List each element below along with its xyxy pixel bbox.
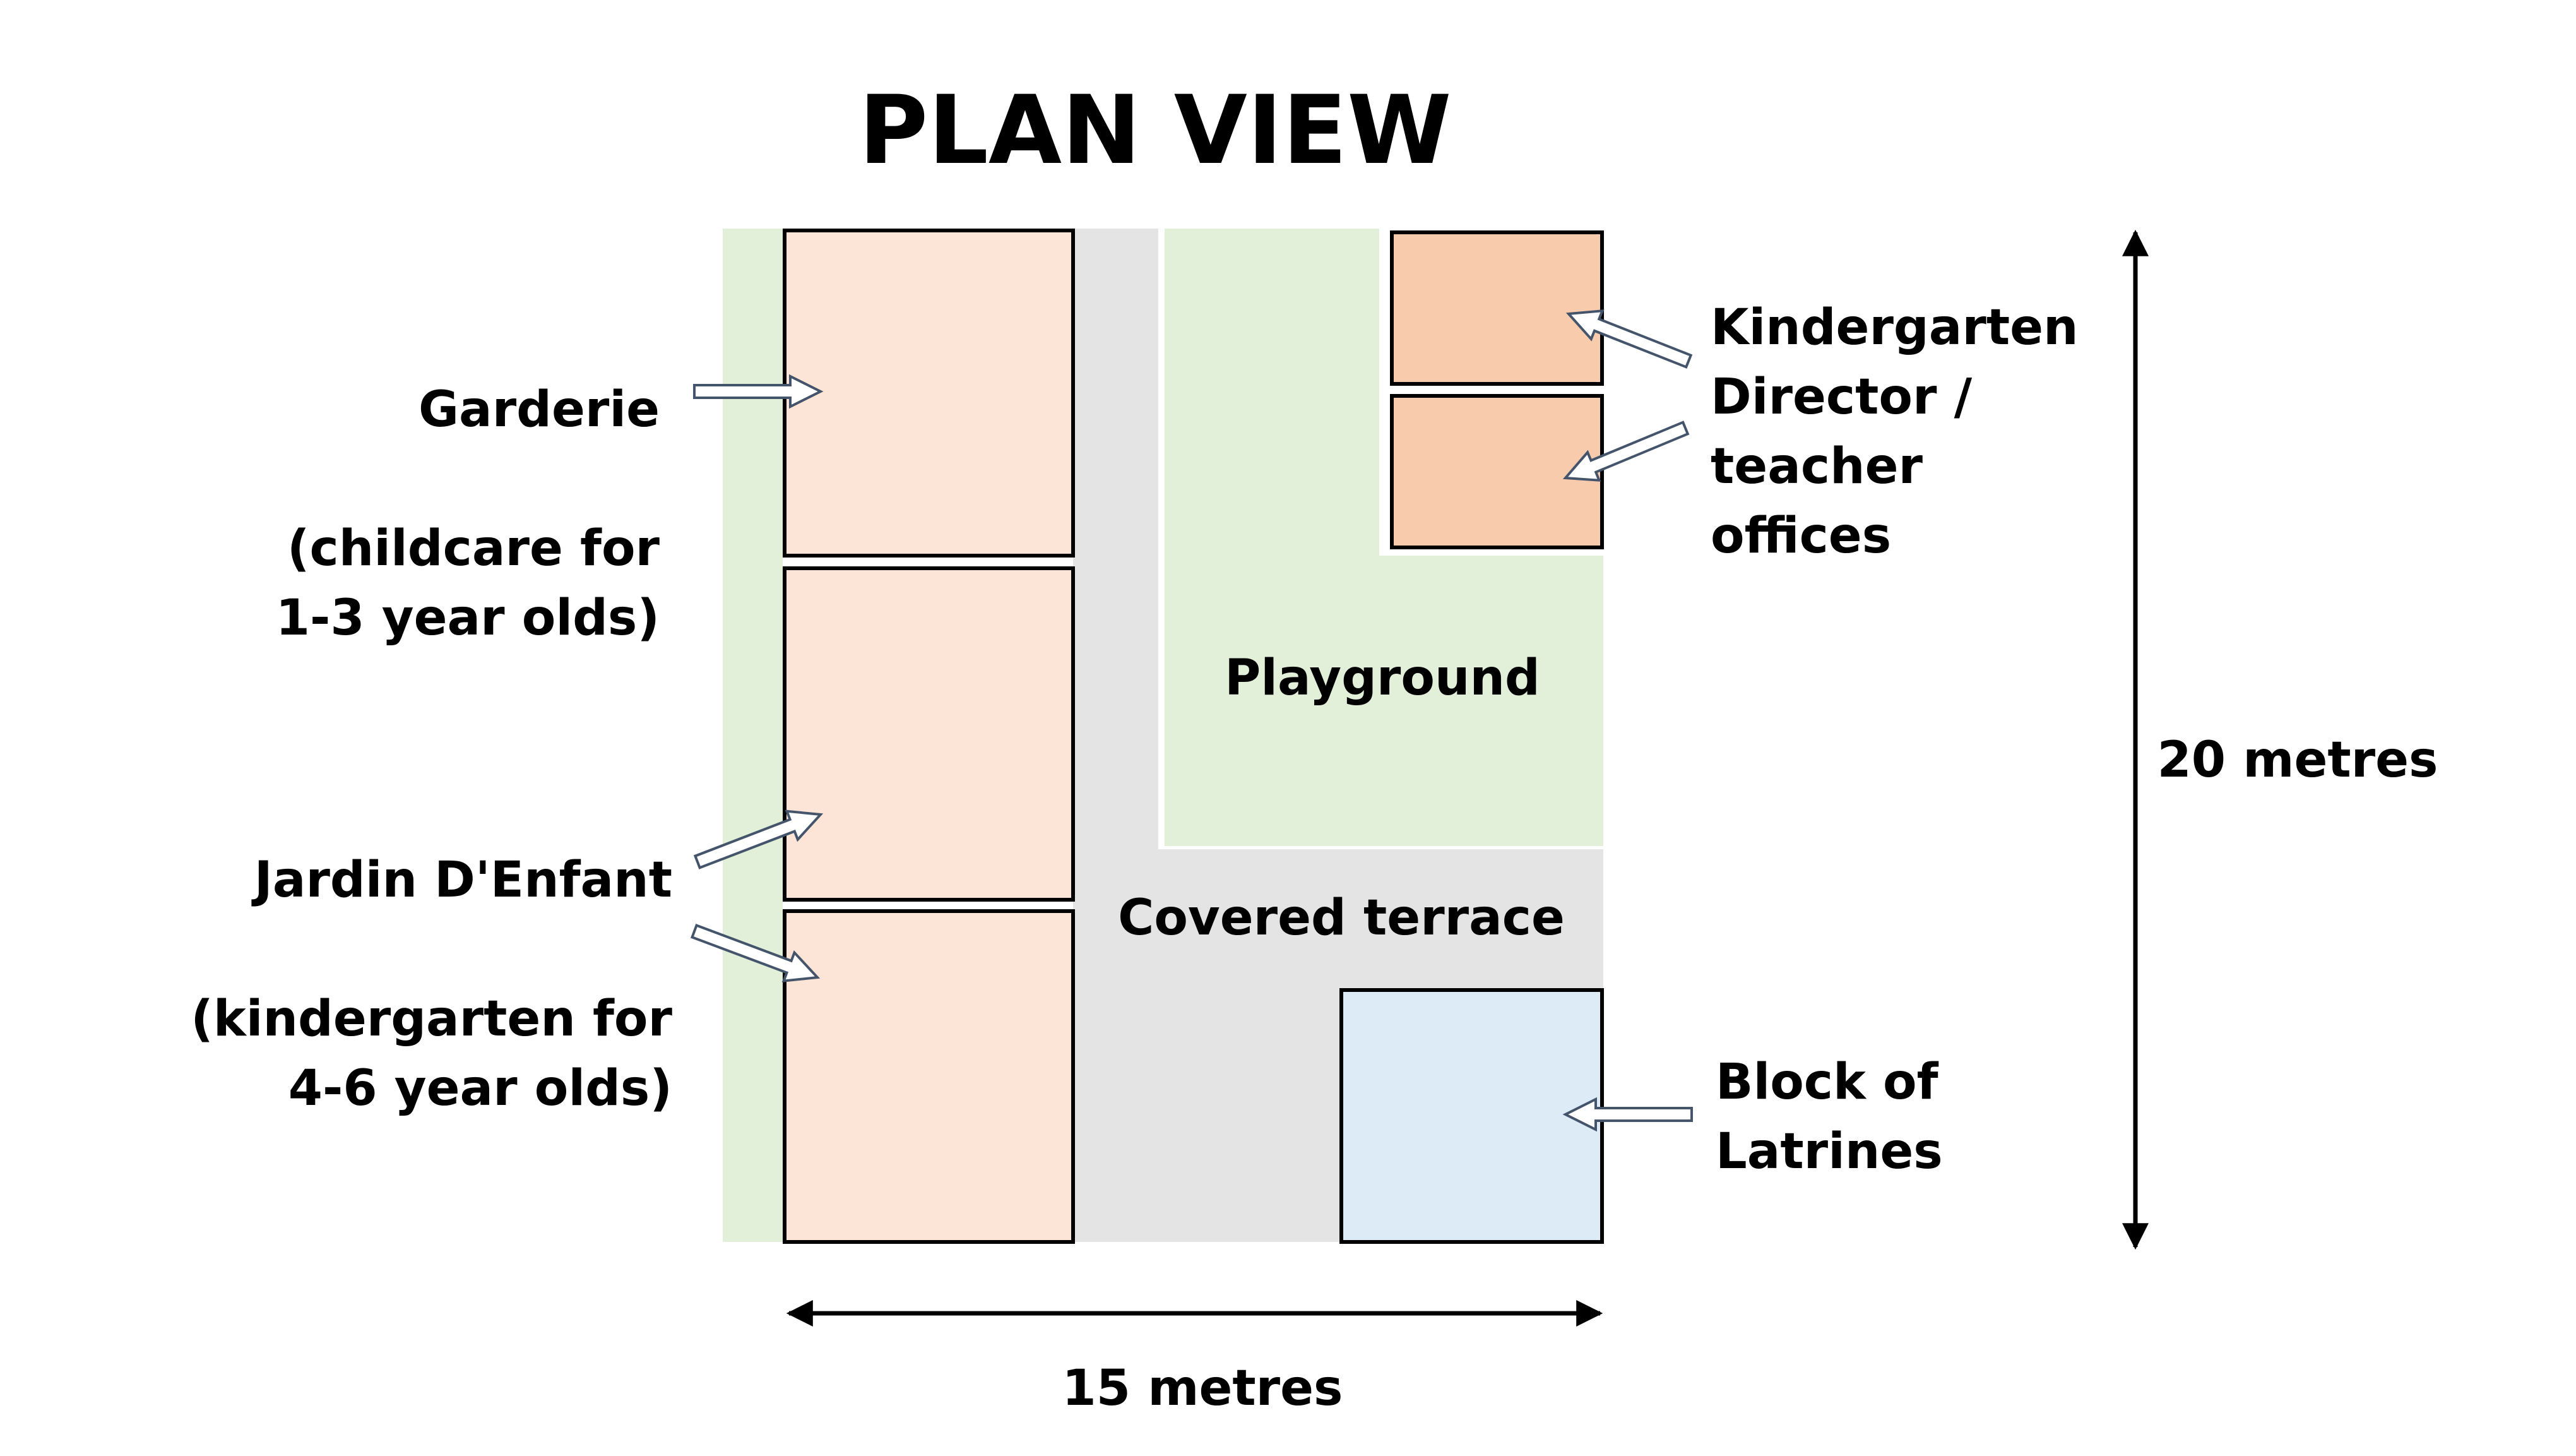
jardin-room-2 (783, 909, 1075, 1244)
offices-label-line3: teacher (1711, 438, 1923, 495)
offices-label-line2: Director / (1711, 369, 1973, 426)
office-room-2 (1390, 394, 1604, 549)
offices-label-line1: Kindergarten (1711, 299, 2079, 356)
offices-label-line4: offices (1711, 508, 1891, 564)
playground-label: Playground (1225, 650, 1540, 707)
jardin-label: Jardin D'Enfant (251, 852, 672, 909)
page-title: PLAN VIEW (858, 76, 1451, 186)
width-dimension-label: 15 metres (1062, 1360, 1343, 1417)
office-arrow-2 (1562, 421, 1690, 482)
jardin-arrow-2 (690, 924, 821, 982)
jardin-room-1 (783, 566, 1075, 902)
pointer-arrows (690, 309, 1693, 1132)
height-dimension-label: 20 metres (2158, 732, 2438, 789)
playground-area (1165, 229, 1603, 846)
jardin-desc-line2: 4-6 year olds) (288, 1060, 672, 1117)
latrines-arrow (1562, 1097, 1693, 1132)
garderie-room (783, 229, 1075, 558)
covered-terrace-label: Covered terrace (1118, 890, 1565, 946)
garderie-desc-line1: (childcare for (287, 520, 660, 577)
garderie-arrow (693, 374, 824, 409)
latrines-block (1339, 988, 1604, 1244)
office-arrow-1 (1565, 309, 1693, 369)
jardin-desc-line1: (kindergarten for (191, 991, 672, 1047)
garderie-desc-line2: 1-3 year olds) (276, 590, 660, 647)
latrines-label-line2: Latrines (1716, 1123, 1943, 1180)
latrines-label-line1: Block of (1716, 1054, 1939, 1111)
garderie-label: Garderie (418, 381, 660, 438)
green-strip-left (723, 229, 783, 1242)
office-room-1 (1390, 230, 1604, 386)
jardin-arrow-1 (693, 809, 824, 869)
